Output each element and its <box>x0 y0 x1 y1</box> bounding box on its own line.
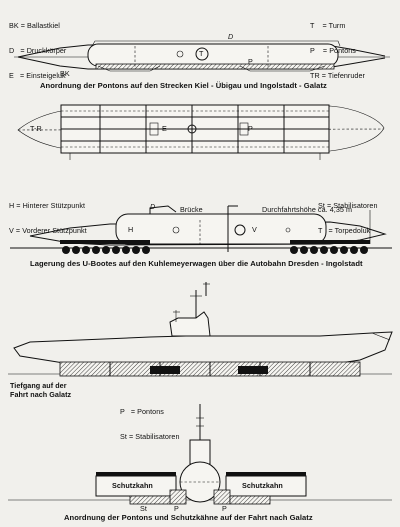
legend-item-st: St = Stabilisatoren <box>318 201 378 211</box>
legend-item-t: T = Turm <box>310 21 346 31</box>
legend-mid-left: H = Hinterer Stützpunkt V = Vorderer Stü… <box>9 186 87 252</box>
fig3-caption: Lagerung des U-Bootes auf den Kuhlemeyer… <box>30 259 363 268</box>
legend-item-bk: BK = Ballastkiel <box>9 21 60 31</box>
fig3-trailer-left <box>60 240 150 254</box>
fig4-tiefgang-line1: Tiefgang auf der <box>10 381 67 390</box>
legend-item-h: H = Hinterer Stützpunkt <box>9 201 86 211</box>
fig2-label-e: E <box>162 124 167 133</box>
legend-item-d: D = Druckkörper <box>9 46 67 56</box>
fig3-trailer-right <box>290 240 370 254</box>
fig5-label-p-right: P <box>222 504 227 513</box>
legend-item-pontons: P = Pontons <box>120 407 164 417</box>
fig5-schutzkahn-left: Schutzkahn <box>112 481 153 490</box>
fig5-tower <box>189 439 211 465</box>
fig4-conning-tower <box>169 311 211 337</box>
fig3-label-h: H <box>128 225 134 234</box>
fig1-submarine-side-view <box>14 40 390 72</box>
fig3-durchfahrt: Durchfahrtshöhe ca. 4,35 m <box>262 205 352 214</box>
fig1-label-d: D <box>228 32 234 41</box>
fig5-label-st: St <box>140 504 147 513</box>
legend-item-stabilisatoren: St = Stabilisatoren <box>120 432 180 442</box>
fig3-label-d: D <box>150 202 156 211</box>
fig4-submarine-afloat <box>8 282 393 377</box>
legend-item-tr: TR = Tiefenruder <box>310 70 365 80</box>
fig2-label-tr: T-R <box>30 124 42 133</box>
legend-item-e: E = Einsteigeluk <box>9 70 66 80</box>
fig5-caption: Anordnung der Pontons und Schutzkähne au… <box>64 513 313 522</box>
legend-item-v: V = Vorderer Stützpunkt <box>9 226 87 236</box>
legend-mid-right: St = Stabilisatoren T = Torpedoluk <box>318 186 378 252</box>
fig3-submarine-on-trailers <box>10 205 392 254</box>
fig1-pontoon-strip <box>95 63 335 70</box>
fig4-tiefgang-line2: Fahrt nach Galatz <box>10 390 72 399</box>
fig3-label-v: V <box>252 225 257 234</box>
legend-top-left: BK = Ballastkiel D = Druckkörper E = Ein… <box>9 6 66 96</box>
legend-bottom: P = Pontons St = Stabilisatoren <box>120 392 180 458</box>
fig5-label-p-left: P <box>174 504 179 513</box>
fig2-label-p: P <box>248 124 253 133</box>
legend-item-p: P = Pontons <box>310 46 356 56</box>
fig1-label-p: P <box>248 57 253 66</box>
fig1-label-bk: BK <box>60 69 70 78</box>
fig1-caption: Anordnung der Pontons auf den Strecken K… <box>40 81 327 90</box>
fig1-label-t: T <box>199 49 204 58</box>
fig5-cross-section <box>8 404 392 505</box>
fig2-top-view-pontoon-grid <box>17 104 385 160</box>
fig1-tower-circle <box>195 47 209 61</box>
fig5-schutzkahn-right: Schutzkahn <box>242 481 283 490</box>
fig3-bruecke: Brücke <box>180 205 203 214</box>
legend-item-torpedoluk: T = Torpedoluk <box>318 226 371 236</box>
legend-top-right: T = Turm P = Pontons TR = Tiefenruder <box>310 6 365 96</box>
